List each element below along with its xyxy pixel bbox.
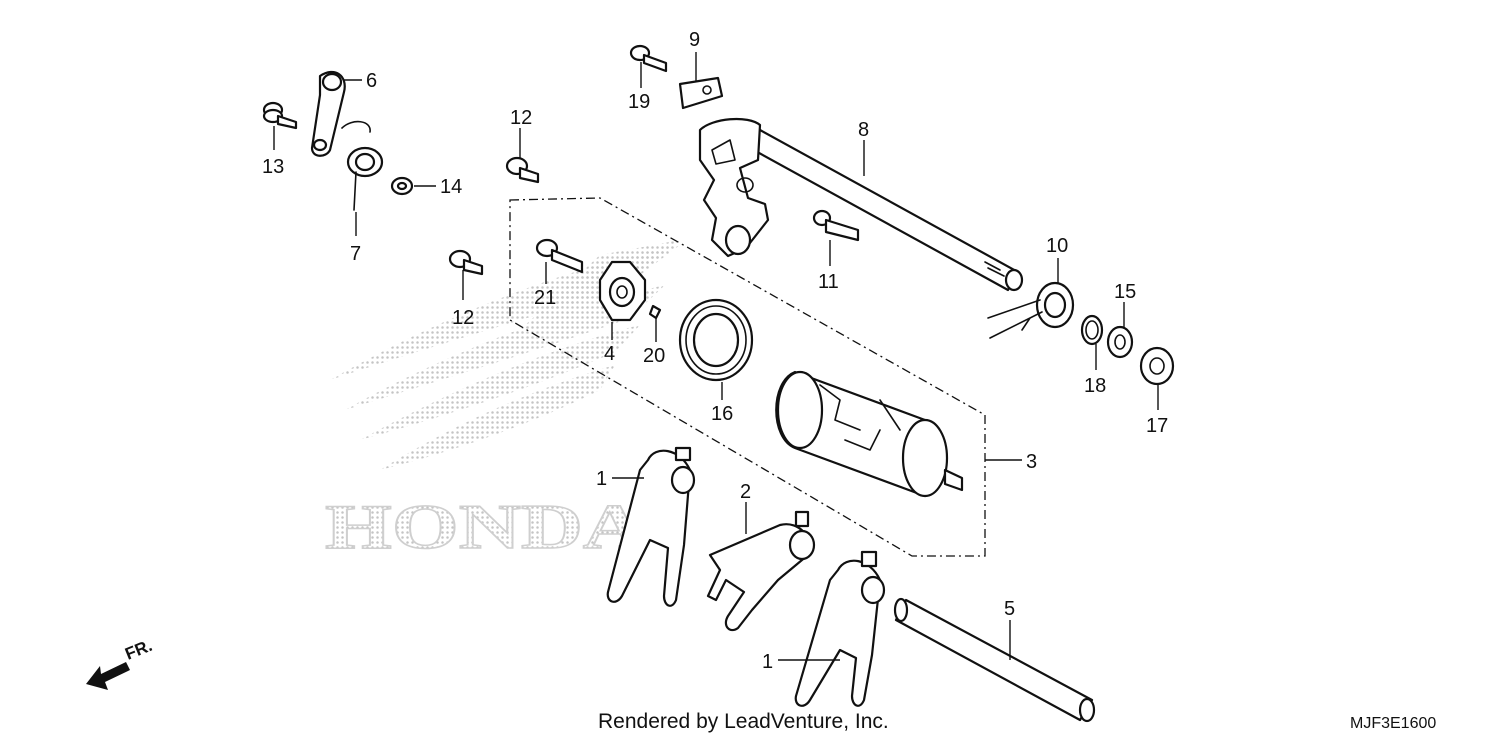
callout-1-lower: 1 xyxy=(762,651,773,673)
part-11-pin xyxy=(812,209,860,242)
front-direction-arrow-icon: FR. xyxy=(86,636,155,690)
part-14-washer xyxy=(390,176,414,196)
part-12-bolt-lower xyxy=(448,249,484,276)
part-13-bolt xyxy=(262,101,298,130)
part-12-bolt-upper xyxy=(505,156,540,184)
callout-12-lower: 12 xyxy=(452,307,474,329)
part-9-plate xyxy=(678,76,724,110)
part-16-bearing xyxy=(678,298,754,382)
callout-10: 10 xyxy=(1046,235,1068,257)
callout-9: 9 xyxy=(689,29,700,51)
callout-numbers: 6 13 7 14 12 12 19 9 8 11 10 15 18 17 21… xyxy=(262,29,1168,673)
part-10-return-spring xyxy=(987,281,1075,339)
callout-4: 4 xyxy=(604,343,615,365)
callout-1-upper: 1 xyxy=(596,468,607,490)
honda-watermark-text: HONDA xyxy=(325,491,645,562)
callout-12-upper: 12 xyxy=(510,107,532,129)
callout-18: 18 xyxy=(1084,375,1106,397)
part-4-shift-drum-center xyxy=(598,260,647,322)
callout-2: 2 xyxy=(740,481,751,503)
callout-13: 13 xyxy=(262,156,284,178)
part-20-dowel-pin xyxy=(648,304,662,320)
part-1-shift-fork-upper xyxy=(606,446,696,607)
part-8-shift-spindle xyxy=(698,117,1024,292)
callout-5: 5 xyxy=(1004,598,1015,620)
callout-3: 3 xyxy=(1026,451,1037,473)
render-credit: Rendered by LeadVenture, Inc. xyxy=(598,710,889,733)
part-1-shift-fork-lower xyxy=(794,550,886,707)
callout-8: 8 xyxy=(858,119,869,141)
part-17-oil-seal xyxy=(1139,346,1175,386)
part-15-washer xyxy=(1106,325,1134,359)
callout-11: 11 xyxy=(818,271,839,293)
part-5-fork-shaft xyxy=(893,597,1096,723)
part-3-shift-drum xyxy=(775,370,964,498)
callout-21: 21 xyxy=(534,287,556,309)
callout-15: 15 xyxy=(1114,281,1136,303)
callout-7: 7 xyxy=(350,243,361,265)
part-21-bolt xyxy=(535,238,584,274)
part-18-circlip xyxy=(1080,314,1104,346)
drum-assembly-dashed-outline xyxy=(509,197,986,557)
callout-14: 14 xyxy=(440,176,462,198)
callout-17: 17 xyxy=(1146,415,1168,437)
diagram-code: MJF3E1600 xyxy=(1350,715,1437,732)
part-6-stopper-arm xyxy=(310,70,346,157)
part-19-bolt xyxy=(629,44,668,73)
callout-19: 19 xyxy=(628,91,650,113)
callout-20: 20 xyxy=(643,345,665,367)
part-7-spring xyxy=(341,120,384,211)
honda-wing-logo-icon xyxy=(330,240,680,470)
part-2-shift-fork xyxy=(706,510,816,632)
front-arrow-label: FR. xyxy=(122,636,155,664)
callout-16: 16 xyxy=(711,403,733,425)
callout-6: 6 xyxy=(366,70,377,92)
leader-lines xyxy=(273,52,1159,661)
